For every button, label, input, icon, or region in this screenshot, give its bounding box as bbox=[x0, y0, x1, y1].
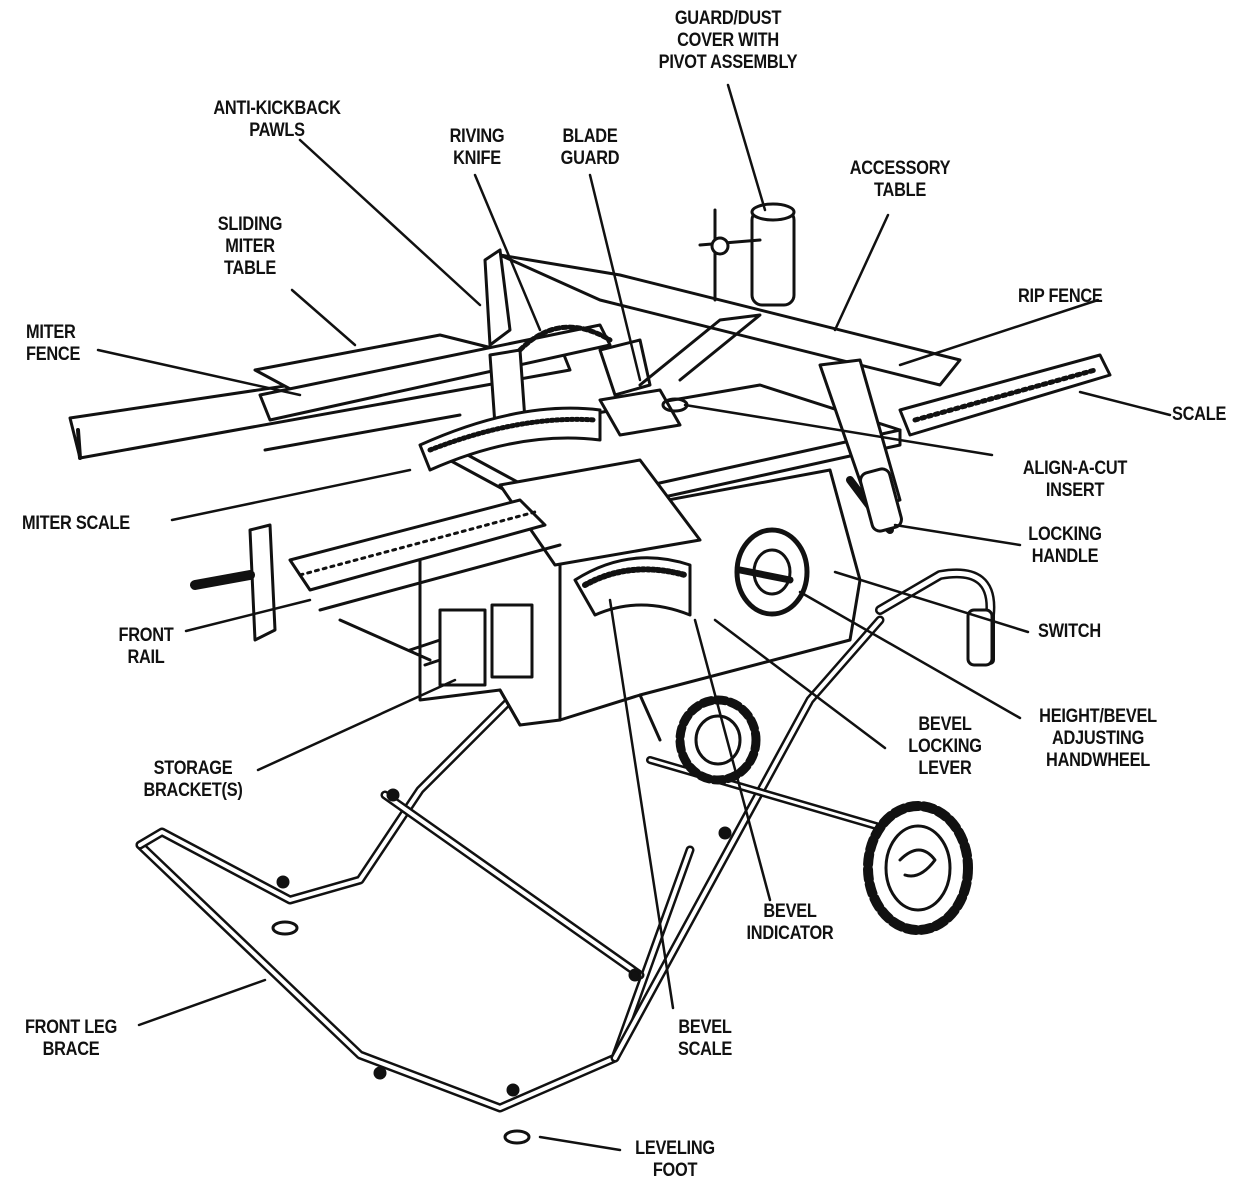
label-storage-brackets: STORAGE BRACKET(S) bbox=[141, 758, 244, 802]
label-front-rail: FRONT RAIL bbox=[103, 625, 189, 669]
label-line: FENCE bbox=[26, 344, 81, 365]
label-line: TABLE bbox=[874, 180, 926, 201]
label-line: BRACKET(S) bbox=[143, 780, 243, 801]
label-miter-scale: MITER SCALE bbox=[22, 513, 130, 535]
label-line: MITER bbox=[26, 322, 76, 343]
label-bevel-indicator: BEVEL INDICATOR bbox=[734, 901, 846, 945]
label-line: TABLE bbox=[224, 258, 276, 279]
label-line: STORAGE bbox=[153, 758, 233, 779]
label-blade-guard: BLADE GUARD bbox=[543, 126, 638, 170]
label-line: PAWLS bbox=[249, 120, 305, 141]
label-rip-fence: RIP FENCE bbox=[1018, 286, 1103, 308]
label-bevel-scale: BEVEL SCALE bbox=[662, 1017, 748, 1061]
label-line: RIP FENCE bbox=[1018, 286, 1103, 307]
label-bevel-locking-lever: BEVEL LOCKING LEVER bbox=[898, 714, 993, 780]
table-top bbox=[438, 253, 1112, 567]
label-line: SCALE bbox=[1172, 404, 1227, 425]
label-line: HANDWHEEL bbox=[1046, 750, 1150, 771]
label-line: FOOT bbox=[652, 1160, 698, 1181]
label-line: ADJUSTING bbox=[1051, 728, 1145, 749]
label-switch: SWITCH bbox=[1038, 621, 1101, 643]
label-line: RAIL bbox=[127, 647, 165, 668]
label-line: BEVEL bbox=[678, 1017, 732, 1038]
label-line: KNIFE bbox=[453, 148, 501, 169]
label-line: INDICATOR bbox=[746, 923, 834, 944]
label-height-bevel-handwheel: HEIGHT/BEVEL ADJUSTING HANDWHEEL bbox=[1029, 706, 1167, 772]
label-anti-kickback-pawls: ANTI-KICKBACK PAWLS bbox=[195, 98, 358, 142]
label-line: MITER bbox=[225, 236, 275, 257]
label-line: LEVELING bbox=[635, 1138, 715, 1159]
label-line: LEVER bbox=[918, 758, 972, 779]
label-line: PIVOT ASSEMBLY bbox=[658, 52, 798, 73]
label-line: INSERT bbox=[1045, 480, 1105, 501]
label-line: COVER WITH bbox=[677, 30, 779, 51]
label-line: RIVING bbox=[449, 126, 505, 147]
label-line: MITER SCALE bbox=[22, 513, 130, 534]
leader-lines bbox=[96, 83, 1172, 1152]
label-accessory-table: ACCESSORY TABLE bbox=[831, 158, 969, 202]
label-line: LOCKING bbox=[908, 736, 982, 757]
wheels bbox=[675, 695, 973, 935]
label-line: HEIGHT/BEVEL bbox=[1039, 706, 1157, 727]
label-line: SLIDING bbox=[217, 214, 283, 235]
label-riving-knife: RIVING KNIFE bbox=[430, 126, 525, 170]
label-leveling-foot: LEVELING FOOT bbox=[623, 1138, 726, 1182]
label-front-leg-brace: FRONT LEG BRACE bbox=[15, 1017, 127, 1061]
label-line: BRACE bbox=[42, 1039, 100, 1060]
label-line: BEVEL bbox=[763, 901, 817, 922]
label-line: FRONT LEG bbox=[24, 1017, 118, 1038]
label-align-a-cut-insert: ALIGN-A-CUT INSERT bbox=[1011, 458, 1140, 502]
label-sliding-miter-table: SLIDING MITER TABLE bbox=[203, 214, 298, 280]
label-line: HANDLE bbox=[1031, 546, 1099, 567]
label-locking-handle: LOCKING HANDLE bbox=[1018, 524, 1113, 568]
label-line: FRONT bbox=[118, 625, 174, 646]
label-line: ALIGN-A-CUT bbox=[1022, 458, 1128, 479]
label-line: SWITCH bbox=[1038, 621, 1101, 642]
label-line: BLADE bbox=[562, 126, 618, 147]
label-line: ANTI-KICKBACK bbox=[213, 98, 341, 119]
label-line: BEVEL bbox=[918, 714, 972, 735]
label-line: GUARD/DUST bbox=[674, 8, 782, 29]
blade-guard-assembly bbox=[483, 202, 796, 397]
label-line: ACCESSORY bbox=[849, 158, 951, 179]
label-line: SCALE bbox=[677, 1039, 733, 1060]
label-scale: SCALE bbox=[1172, 404, 1226, 426]
label-miter-fence: MITER FENCE bbox=[26, 322, 80, 366]
label-line: GUARD bbox=[560, 148, 620, 169]
label-line: LOCKING bbox=[1028, 524, 1102, 545]
leveling-foot-mark bbox=[503, 1129, 531, 1145]
label-guard-dust-cover: GUARD/DUST COVER WITH PIVOT ASSEMBLY bbox=[646, 8, 809, 74]
stand-frame bbox=[135, 568, 996, 1145]
